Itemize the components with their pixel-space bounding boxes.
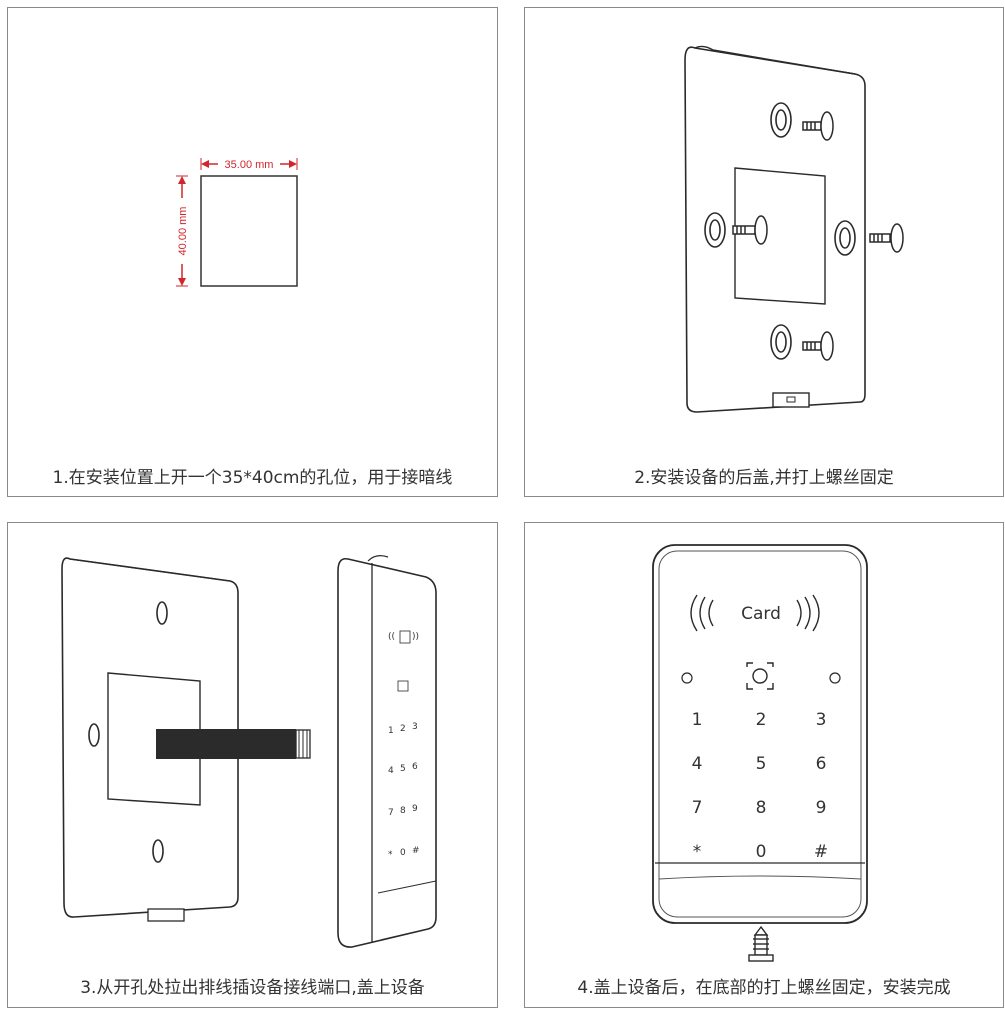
- svg-text:8: 8: [400, 806, 406, 816]
- step-2-caption: 2.安装设备的后盖,并打上螺丝固定: [634, 468, 894, 488]
- back-cover-plate: [684, 46, 866, 413]
- svg-text:7: 7: [388, 808, 394, 818]
- keypad-device-diagram: Card 1 2 3 4 5 6 7 8 9 * 0 #: [652, 544, 868, 962]
- device-side-view: [337, 557, 437, 948]
- panel-step-1: 35.00 mm 40.00 mm 1.在安装位置上开一个35*40cm的孔位，…: [7, 7, 498, 497]
- width-dimension-label: 35.00 mm: [225, 159, 274, 171]
- back-plate: [61, 557, 239, 918]
- svg-text:4: 4: [388, 766, 394, 776]
- key-2: 2: [756, 710, 767, 730]
- key-6: 6: [816, 754, 827, 774]
- svg-text:((: ((: [388, 632, 395, 642]
- bottom-tab: [772, 392, 810, 408]
- back-cover-diagram: [684, 45, 904, 413]
- ribbon-cable: [156, 729, 296, 759]
- step-4-caption: 4.盖上设备后，在底部的打上螺丝固定，安装完成: [577, 978, 951, 998]
- svg-text:2: 2: [400, 724, 406, 734]
- scan-icon: [746, 662, 774, 690]
- cutout-rect: [200, 175, 298, 287]
- svg-text:)): )): [412, 632, 419, 642]
- key-0: 0: [756, 842, 767, 862]
- key-1: 1: [692, 710, 703, 730]
- keypad-device: [652, 544, 868, 924]
- svg-text:6: 6: [412, 762, 418, 772]
- center-opening: [734, 167, 826, 305]
- key-5: 5: [756, 754, 767, 774]
- key-9: 9: [816, 798, 827, 818]
- svg-text:#: #: [412, 846, 420, 856]
- panel-step-2: 2.安装设备的后盖,并打上螺丝固定: [524, 7, 1004, 497]
- indicator-light-right: [829, 672, 841, 684]
- key-star: *: [693, 842, 702, 862]
- indicator-light-left: [681, 672, 693, 684]
- card-label: Card: [741, 604, 781, 624]
- svg-text:0: 0: [400, 848, 406, 858]
- bottom-screw-icon: [748, 925, 774, 962]
- key-7: 7: [692, 798, 703, 818]
- svg-text:*: *: [388, 850, 393, 860]
- panel-step-4: Card 1 2 3 4 5 6 7 8 9 * 0 #: [524, 522, 1004, 1008]
- svg-text:9: 9: [412, 804, 418, 814]
- key-8: 8: [756, 798, 767, 818]
- step-3-caption: 3.从开孔处拉出排线插设备接线端口,盖上设备: [80, 978, 425, 998]
- svg-text:5: 5: [400, 764, 406, 774]
- key-hash: #: [814, 842, 828, 862]
- nfc-icon: [690, 594, 820, 632]
- cutout-diagram: 35.00 mm 40.00 mm: [176, 158, 298, 287]
- svg-text:3: 3: [412, 722, 418, 732]
- screw-icon: [732, 111, 904, 361]
- center-opening: [107, 672, 201, 806]
- key-4: 4: [692, 754, 703, 774]
- key-3: 3: [816, 710, 827, 730]
- svg-text:1: 1: [388, 726, 394, 736]
- step-1-caption: 1.在安装位置上开一个35*40cm的孔位，用于接暗线: [52, 468, 453, 488]
- height-dimension-label: 40.00 mm: [177, 207, 189, 256]
